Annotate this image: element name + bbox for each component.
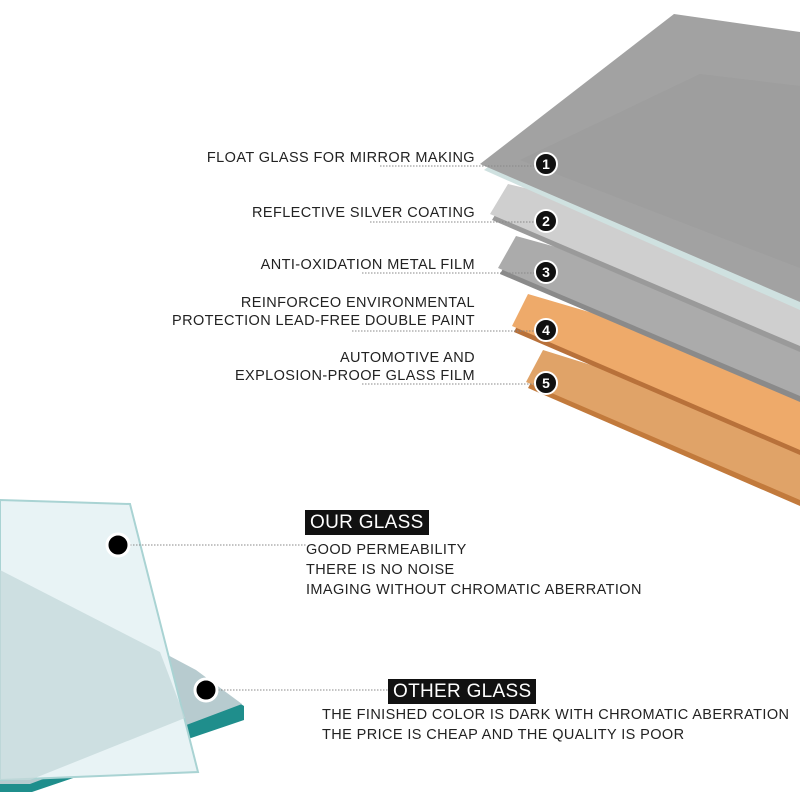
our-glass-point: IMAGING WITHOUT CHROMATIC ABERRATION xyxy=(306,582,642,598)
layer-3-label: ANTI-OXIDATION METAL FILM xyxy=(261,256,475,274)
our-glass-marker xyxy=(105,532,131,558)
marker-5-number: 5 xyxy=(542,375,550,391)
marker-3-number: 3 xyxy=(542,264,550,280)
our-glass-point: THERE IS NO NOISE xyxy=(306,562,455,578)
layer-2-sheet xyxy=(490,184,800,352)
marker-4-number: 4 xyxy=(542,322,550,338)
layer-4-line-1: REINFORCEO ENVIRONMENTAL xyxy=(240,295,475,311)
layer-5-label: AUTOMOTIVE AND EXPLOSION-PROOF GLASS FIL… xyxy=(235,349,475,385)
layer-markers: 1 2 3 4 5 xyxy=(534,152,558,395)
layer-4-label: REINFORCEO ENVIRONMENTAL PROTECTION LEAD… xyxy=(172,294,475,330)
our-glass-points: GOOD PERMEABILITY THERE IS NO NOISE IMAG… xyxy=(306,540,642,600)
other-glass-points: THE FINISHED COLOR IS DARK WITH CHROMATI… xyxy=(322,705,789,745)
our-glass-title: OUR GLASS xyxy=(305,510,429,535)
layer-1-line-1: FLOAT GLASS FOR MIRROR MAKING xyxy=(206,150,475,166)
layer-5-line-1: AUTOMOTIVE AND xyxy=(339,350,475,366)
marker-5: 5 xyxy=(534,371,558,395)
other-glass-title: OTHER GLASS xyxy=(388,679,537,704)
layer-leader-lines xyxy=(352,165,540,385)
marker-1: 1 xyxy=(534,152,558,176)
layer-3-line-1: ANTI-OXIDATION METAL FILM xyxy=(260,257,475,273)
layer-1-label: FLOAT GLASS FOR MIRROR MAKING xyxy=(207,149,475,167)
layer-4-sheet xyxy=(512,294,800,455)
glass-leader-lines xyxy=(118,544,400,691)
marker-3: 3 xyxy=(534,260,558,284)
layer-4-line-2: PROTECTION LEAD-FREE DOUBLE PAINT xyxy=(172,313,475,329)
other-glass-point: THE FINISHED COLOR IS DARK WITH CHROMATI… xyxy=(322,707,790,723)
marker-2: 2 xyxy=(534,209,558,233)
layer-5-line-2: EXPLOSION-PROOF GLASS FILM xyxy=(234,368,475,384)
our-glass-sheet xyxy=(0,498,200,782)
marker-2-number: 2 xyxy=(542,213,550,229)
layer-1-sheet xyxy=(480,14,800,310)
other-glass-marker xyxy=(193,677,219,703)
layer-5-sheet xyxy=(526,350,800,506)
marker-4: 4 xyxy=(534,318,558,342)
layer-2-label: REFLECTIVE SILVER COATING xyxy=(252,204,475,222)
layer-3-sheet xyxy=(498,236,800,402)
marker-1-number: 1 xyxy=(542,156,550,172)
glass-markers xyxy=(105,532,219,703)
layer-2-line-1: REFLECTIVE SILVER COATING xyxy=(252,205,475,221)
other-glass-point: THE PRICE IS CHEAP AND THE QUALITY IS PO… xyxy=(322,727,685,743)
our-glass-point: GOOD PERMEABILITY xyxy=(306,542,467,558)
